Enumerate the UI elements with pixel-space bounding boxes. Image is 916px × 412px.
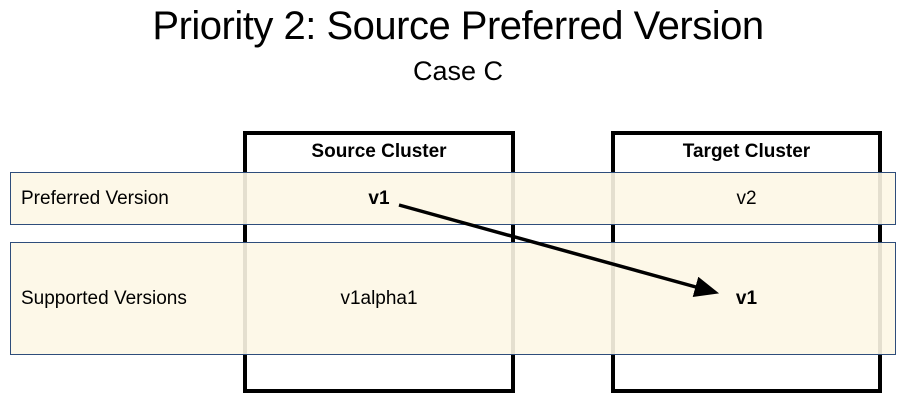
cell-source-preferred-version: v1 [368, 187, 390, 209]
cell-target-supported-versions: v1 [735, 287, 758, 309]
cell-target-preferred-version: v2 [736, 187, 757, 209]
source-cluster-header: Source Cluster [311, 141, 447, 162]
slide-subtitle: Case C [412, 56, 504, 86]
slide-title: Priority 2: Source Preferred Version [152, 4, 764, 48]
supported-versions-row-label: Supported Versions [21, 287, 187, 309]
target-cluster-header: Target Cluster [682, 141, 811, 162]
cell-source-supported-versions: v1alpha1 [340, 287, 418, 309]
preferred-version-row-label: Preferred Version [21, 187, 169, 209]
